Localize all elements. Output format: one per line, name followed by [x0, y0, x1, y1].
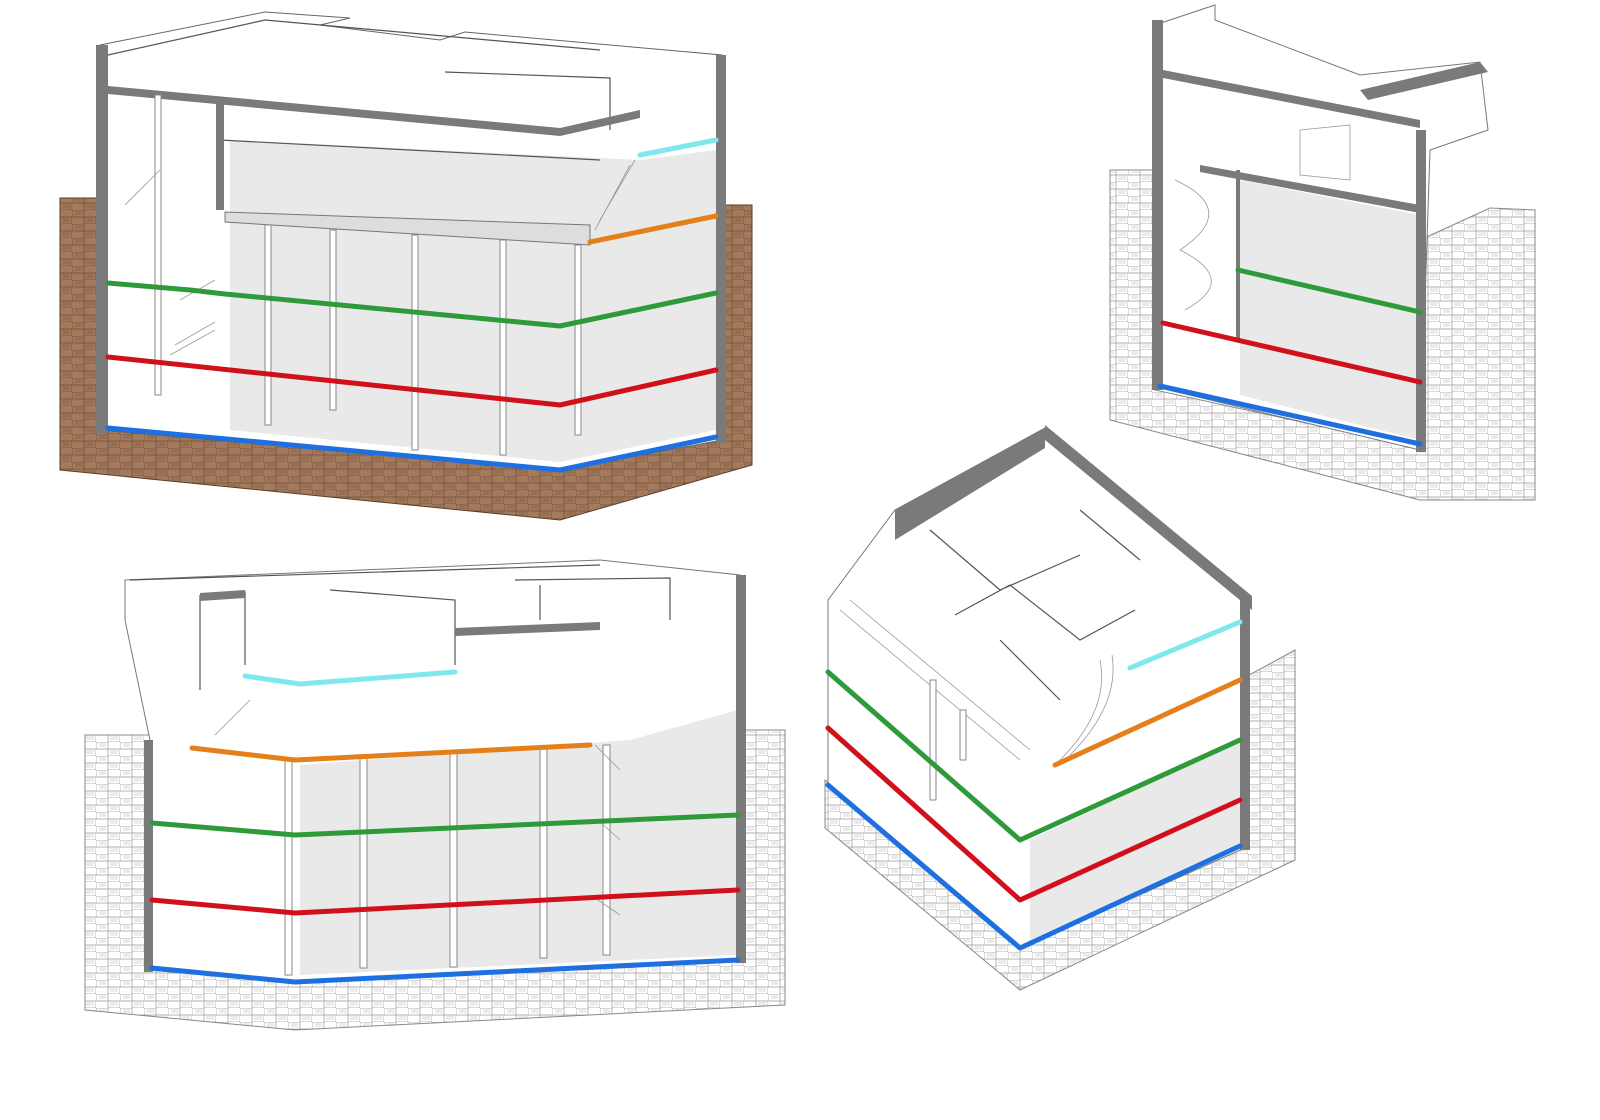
- columns: [154, 94, 582, 456]
- interior-shade: [1030, 740, 1240, 940]
- section-view-b: [1109, 4, 1536, 501]
- level-basement-line: [105, 425, 719, 473]
- level-2-line: [825, 669, 1243, 843]
- upper-rooms: [929, 509, 1141, 701]
- section-view-c: [84, 559, 786, 1031]
- top-wall: [895, 428, 1045, 540]
- level-1-line: [825, 725, 1243, 903]
- level-3-line: [189, 742, 593, 763]
- roof-wall: [108, 86, 640, 136]
- wall-left: [144, 740, 153, 972]
- wall-left: [1152, 20, 1163, 390]
- wall-right: [1240, 598, 1250, 850]
- diagonal-wall: [1045, 425, 1252, 610]
- parapet: [1360, 62, 1488, 100]
- level-4-line: [242, 669, 458, 687]
- roof-band: [200, 590, 245, 601]
- partition-wall: [216, 100, 224, 210]
- wall-left: [96, 45, 108, 433]
- mid-slab: [1200, 165, 1420, 213]
- section-view-a: [59, 11, 753, 521]
- spiral-stair: [1174, 124, 1351, 311]
- interior-shade: [1240, 180, 1420, 440]
- roof-band-2: [455, 622, 600, 636]
- level-2-line: [105, 280, 719, 329]
- roof-wall: [1163, 70, 1420, 128]
- level-basement-line: [825, 782, 1243, 951]
- level-2-line: [149, 812, 741, 838]
- wall-right: [1416, 130, 1426, 452]
- level-3-line: [1052, 677, 1243, 768]
- stair: [214, 699, 621, 916]
- level-1-line: [1160, 320, 1423, 385]
- level-1-line: [149, 887, 741, 916]
- wall-right: [736, 575, 746, 963]
- wall-right: [716, 55, 726, 443]
- columns: [929, 679, 967, 801]
- level-basement-line: [149, 957, 741, 985]
- level-4-line: [637, 137, 719, 158]
- level-1-line: [105, 354, 719, 408]
- level-2-line: [1235, 267, 1423, 315]
- level-4-line: [1127, 619, 1243, 671]
- section-view-d: [824, 425, 1296, 991]
- upper-slab: [224, 211, 591, 246]
- level-3-line: [587, 213, 719, 245]
- partition-wall: [1236, 170, 1240, 340]
- level-basement-line: [1157, 383, 1423, 447]
